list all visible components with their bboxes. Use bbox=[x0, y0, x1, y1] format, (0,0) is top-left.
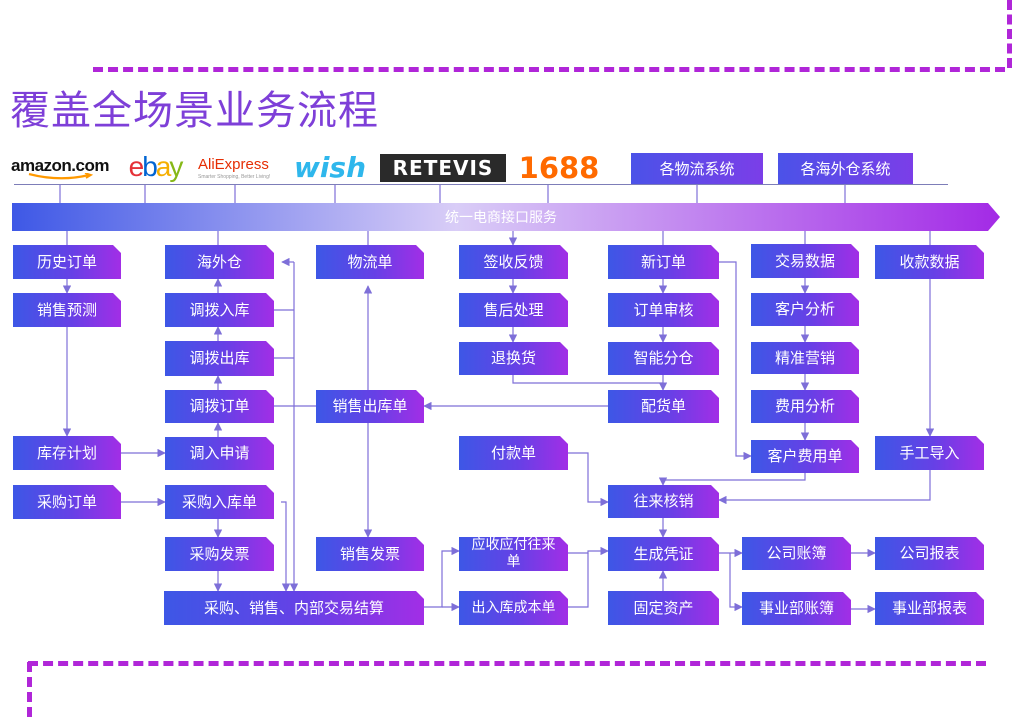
wish-logo: wish bbox=[293, 150, 367, 184]
node-sign-feedback: 签收反馈 bbox=[459, 245, 568, 279]
node-transfer-order: 调拨订单 bbox=[165, 390, 274, 423]
node-new-order: 新订单 bbox=[608, 245, 719, 279]
node-division-report: 事业部报表 bbox=[875, 592, 984, 625]
logistics-systems-box: 各物流系统 bbox=[631, 153, 763, 184]
node-customer-analysis: 客户分析 bbox=[751, 293, 859, 326]
frame-dash-top bbox=[93, 67, 1005, 72]
retevis-logo: RETEVIS bbox=[380, 154, 506, 182]
frame-dash-left bbox=[27, 662, 32, 717]
node-ar-ap: 应收应付往来单 bbox=[459, 537, 568, 571]
node-purchase-receipt: 采购入库单 bbox=[165, 485, 274, 519]
node-generate-voucher: 生成凭证 bbox=[608, 537, 719, 571]
node-fixed-assets: 固定资产 bbox=[608, 591, 719, 625]
node-after-sales: 售后处理 bbox=[459, 293, 568, 327]
node-return-exchange: 退换货 bbox=[459, 342, 568, 375]
node-transfer-in: 调拨入库 bbox=[165, 293, 274, 327]
node-sales-outbound: 销售出库单 bbox=[316, 390, 424, 423]
unified-interface-band: 统一电商接口服务 bbox=[12, 203, 1000, 231]
amazon-logo: amazon.com bbox=[10, 152, 110, 184]
node-customer-cost: 客户费用单 bbox=[751, 440, 859, 473]
node-receipt-data: 收款数据 bbox=[875, 245, 984, 279]
node-reconciliation: 往来核销 bbox=[608, 485, 719, 518]
frame-dash-bottom bbox=[28, 661, 986, 666]
band-arrow-shape bbox=[12, 203, 1000, 231]
node-dispatch-order: 配货单 bbox=[608, 390, 719, 423]
page-title: 覆盖全场景业务流程 bbox=[10, 88, 379, 134]
band-label: 统一电商接口服务 bbox=[445, 210, 557, 226]
node-history-orders: 历史订单 bbox=[13, 245, 121, 279]
node-precision-marketing: 精准营销 bbox=[751, 342, 859, 374]
node-io-cost: 出入库成本单 bbox=[459, 591, 568, 625]
node-sales-forecast: 销售预测 bbox=[13, 293, 121, 327]
node-order-review: 订单审核 bbox=[608, 293, 719, 327]
node-overseas-warehouse: 海外仓 bbox=[165, 245, 274, 279]
frame-dash-right bbox=[1007, 0, 1012, 68]
node-division-ledger: 事业部账簿 bbox=[742, 592, 851, 625]
platform-baseline bbox=[14, 184, 948, 185]
node-cost-analysis: 费用分析 bbox=[751, 390, 859, 423]
node-company-ledger: 公司账簿 bbox=[742, 537, 851, 570]
node-payment-order: 付款单 bbox=[459, 436, 568, 470]
node-inventory-plan: 库存计划 bbox=[13, 436, 121, 470]
node-trade-data: 交易数据 bbox=[751, 244, 859, 278]
node-settlement: 采购、销售、内部交易结算 bbox=[164, 591, 424, 625]
node-purchase-invoice: 采购发票 bbox=[165, 537, 274, 571]
node-transfer-out: 调拨出库 bbox=[165, 341, 274, 376]
node-transfer-request: 调入申请 bbox=[165, 437, 274, 470]
node-manual-import: 手工导入 bbox=[875, 436, 984, 470]
node-company-report: 公司报表 bbox=[875, 537, 984, 570]
overseas-warehouse-systems-box: 各海外仓系统 bbox=[778, 153, 913, 184]
node-smart-split: 智能分仓 bbox=[608, 342, 719, 375]
node-logistics-order: 物流单 bbox=[316, 245, 424, 279]
1688-logo: 1688 bbox=[518, 151, 600, 185]
node-purchase-order: 采购订单 bbox=[13, 485, 121, 519]
aliexpress-logo: AliExpress Smarter Shopping, Better Livi… bbox=[198, 156, 271, 180]
node-sales-invoice: 销售发票 bbox=[316, 537, 424, 571]
